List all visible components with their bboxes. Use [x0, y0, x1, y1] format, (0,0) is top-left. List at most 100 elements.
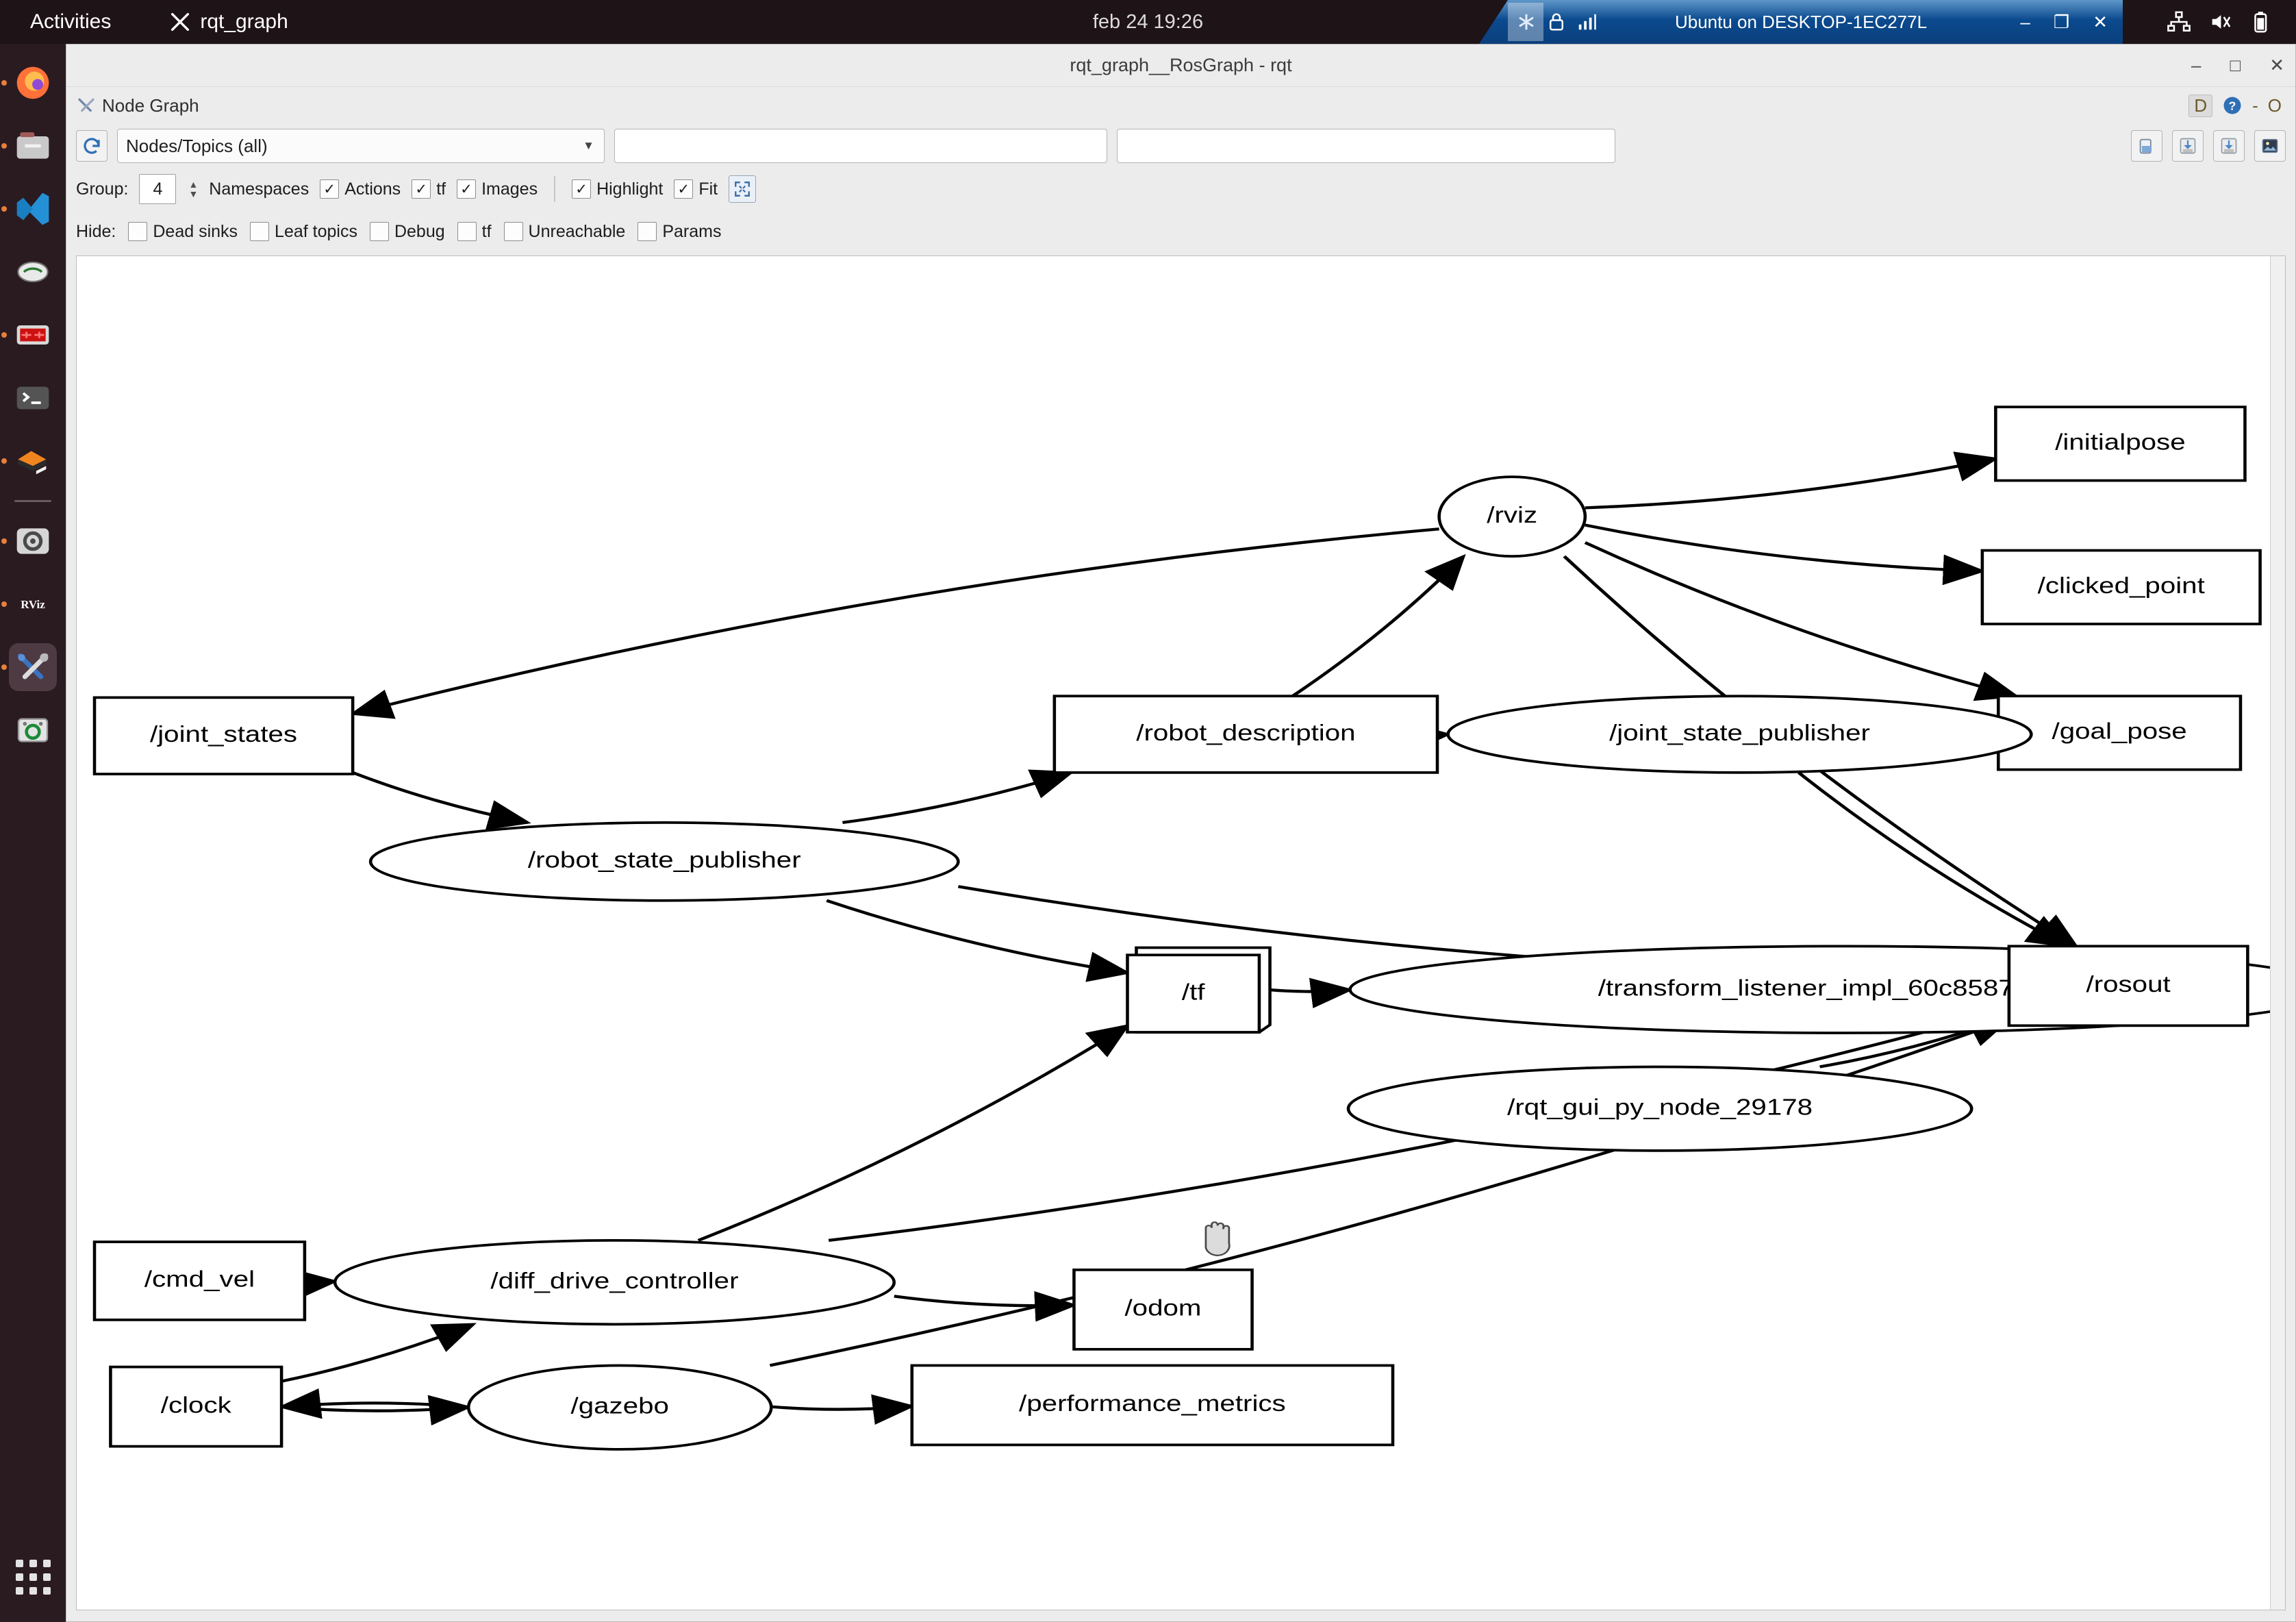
- window-minimize-button[interactable]: –: [2191, 55, 2202, 75]
- graph-node-tf[interactable]: /tf: [1126, 946, 1272, 1034]
- graph-node-gazebo[interactable]: /gazebo: [466, 1364, 773, 1451]
- checkbox-highlight-box[interactable]: ✓: [572, 179, 592, 199]
- checkbox-dead-sinks-box[interactable]: [128, 222, 148, 241]
- checkbox-fit-box[interactable]: ✓: [674, 179, 694, 199]
- checkbox-images[interactable]: ✓ Images: [457, 179, 538, 199]
- graph-edge: [352, 771, 531, 830]
- graph-node-rviz[interactable]: /rviz: [1437, 475, 1587, 558]
- checkbox-hide-tf[interactable]: tf: [457, 222, 492, 242]
- running-dot: [1, 664, 7, 670]
- checkbox-fit[interactable]: ✓ Fit: [674, 179, 718, 199]
- group-spinner-arrows[interactable]: ▲▼: [188, 178, 199, 199]
- checkbox-images-box[interactable]: ✓: [457, 179, 477, 199]
- dock-item-firefox[interactable]: [1, 59, 57, 107]
- checkbox-actions[interactable]: ✓ Actions: [320, 179, 401, 199]
- lock-icon[interactable]: [2131, 130, 2162, 162]
- checkbox-leaf-topics-box[interactable]: [250, 222, 270, 241]
- running-dot: [1, 143, 7, 149]
- graph-toolbar-row-2: Group: 4 ▲▼ Namespaces ✓ Actions ✓ tf ✓ …: [66, 168, 2295, 210]
- node-filter-input[interactable]: [1117, 129, 1615, 163]
- checkbox-debug[interactable]: Debug: [369, 221, 445, 242]
- help-icon[interactable]: ?: [2222, 95, 2243, 116]
- graph-node-initialpose[interactable]: /initialpose: [1994, 406, 2247, 482]
- dock-item-rviz[interactable]: RViz: [1, 580, 57, 628]
- save-dot-icon[interactable]: [2172, 130, 2204, 162]
- show-applications-button[interactable]: [15, 1560, 51, 1595]
- topic-filter-input[interactable]: [614, 129, 1107, 163]
- graph-node-robot_state_publisher[interactable]: /robot_state_publisher: [368, 821, 960, 902]
- dock-item-vscode[interactable]: [1, 185, 57, 233]
- graph-nodes[interactable]: /initialpose/clicked_point/goal_pose/rvi…: [92, 406, 2285, 1451]
- window-maximize-button[interactable]: □: [2230, 55, 2241, 75]
- dock-item-ubuntu-software[interactable]: [1, 437, 57, 485]
- dock-item-vlc-red-app[interactable]: [1, 311, 57, 359]
- checkbox-highlight[interactable]: ✓ Highlight: [572, 179, 663, 199]
- signal-icon: [1578, 14, 1596, 30]
- wsl-minimize-button[interactable]: –: [2020, 11, 2030, 32]
- panel-dock-button[interactable]: D: [2188, 94, 2213, 117]
- graph-node-joint_states[interactable]: /joint_states: [92, 696, 355, 775]
- dock-item-files[interactable]: [1, 122, 57, 170]
- graph-edge: [349, 527, 1439, 719]
- checkbox-tf[interactable]: ✓ tf: [412, 179, 446, 199]
- fit-in-view-icon[interactable]: [729, 175, 757, 203]
- canvas-vertical-scrollbar[interactable]: [2270, 256, 2285, 1610]
- refresh-icon[interactable]: [76, 130, 108, 162]
- node-label: /robot_state_publisher: [528, 847, 801, 873]
- checkbox-leaf-topics[interactable]: Leaf topics: [250, 222, 357, 242]
- dock-item-terminal[interactable]: [9, 374, 57, 422]
- save-as-icon[interactable]: [2213, 130, 2245, 162]
- checkbox-unreachable[interactable]: Unreachable: [503, 222, 625, 242]
- node-label: /odom: [1124, 1295, 1201, 1321]
- graph-node-diff_drive_controller[interactable]: /diff_drive_controller: [333, 1239, 896, 1326]
- graph-node-rqt_gui_py_node[interactable]: /rqt_gui_py_node_29178: [1346, 1065, 1973, 1152]
- dock-item-ros-app[interactable]: [9, 706, 57, 754]
- panel-close-button[interactable]: O: [2267, 95, 2282, 116]
- graph-node-clicked_point[interactable]: /clicked_point: [1980, 549, 2262, 625]
- dock-item-settings[interactable]: [1, 517, 57, 565]
- graph-node-robot_description[interactable]: /robot_description: [1052, 695, 1439, 774]
- wsl-close-button[interactable]: ✕: [2093, 11, 2108, 32]
- graph-node-rosout[interactable]: /rosout: [2007, 945, 2249, 1027]
- clock[interactable]: feb 24 19:26: [1092, 10, 1204, 33]
- lock-icon: [1550, 13, 1563, 31]
- checkbox-unreachable-box[interactable]: [503, 222, 523, 241]
- node-shape-rect: [910, 1364, 1395, 1447]
- graph-node-cmd_vel[interactable]: /cmd_vel: [92, 1240, 307, 1321]
- node-shape-rect: [1980, 549, 2262, 625]
- graph-node-performance_metrics[interactable]: /performance_metrics: [910, 1364, 1395, 1447]
- ros-graph-svg[interactable]: /initialpose/clicked_point/goal_pose/rvi…: [77, 256, 2285, 1610]
- graph-node-goal_pose[interactable]: /goal_pose: [1996, 695, 2243, 771]
- dock-item-rqt[interactable]: [1, 643, 57, 691]
- graph-node-joint_state_publisher[interactable]: /joint_state_publisher: [1446, 695, 2033, 774]
- graph-filter-select[interactable]: Nodes/Topics (all) ▼: [117, 129, 605, 163]
- checkbox-images-label: Images: [481, 179, 538, 199]
- active-app-indicator[interactable]: rqt_graph: [168, 10, 288, 34]
- svg-text:?: ?: [2229, 99, 2236, 112]
- dock-item-gazebo[interactable]: [9, 248, 57, 296]
- wsl-restore-button[interactable]: ❐: [2053, 11, 2070, 32]
- graph-node-clock[interactable]: /clock: [109, 1365, 283, 1448]
- activities-button[interactable]: Activities: [30, 10, 112, 33]
- toolbar-separator: [554, 176, 556, 202]
- group-spinbox[interactable]: 4: [139, 174, 177, 204]
- checkbox-dead-sinks[interactable]: Dead sinks: [128, 222, 238, 242]
- checkbox-debug-box[interactable]: [369, 222, 389, 241]
- checkbox-params-label: Params: [662, 221, 722, 241]
- image-icon[interactable]: [2254, 130, 2286, 162]
- checkbox-debug-label: Debug: [394, 221, 445, 241]
- checkbox-params[interactable]: Params: [638, 222, 721, 242]
- checkbox-actions-box[interactable]: ✓: [320, 179, 340, 199]
- software-icon: [18, 451, 47, 475]
- window-close-button[interactable]: ✕: [2269, 55, 2284, 75]
- checkbox-tf-box[interactable]: ✓: [412, 179, 431, 199]
- checkbox-hide-tf-box[interactable]: [457, 222, 477, 241]
- checkbox-params-box[interactable]: [638, 222, 657, 241]
- system-tray[interactable]: [2167, 0, 2273, 44]
- panel-minimize-button[interactable]: -: [2252, 95, 2258, 116]
- checkbox-hide-tf-label: tf: [481, 221, 492, 241]
- graph-canvas[interactable]: /initialpose/clicked_point/goal_pose/rvi…: [76, 255, 2286, 1610]
- node-label: /cmd_vel: [144, 1267, 255, 1292]
- gazebo-icon: [17, 261, 49, 283]
- graph-node-odom[interactable]: /odom: [1072, 1268, 1254, 1351]
